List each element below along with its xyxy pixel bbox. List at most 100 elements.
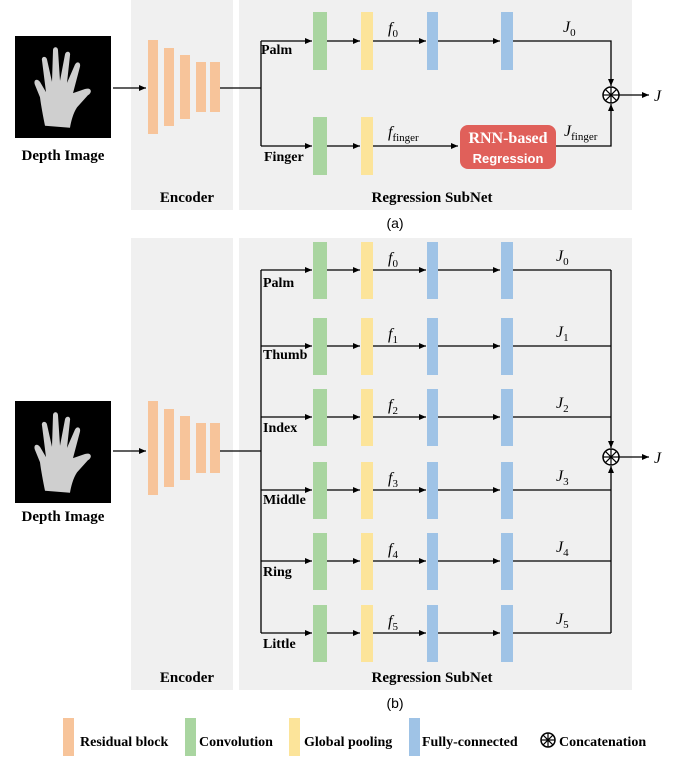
legend-label-residual-block: Residual block — [80, 735, 169, 750]
joint-label-thumb-b-symbol: J — [556, 324, 564, 341]
joint-label-ring-b: J4 — [556, 539, 569, 559]
depth-image-label-a: Depth Image — [22, 148, 105, 164]
encoder-label-b: Encoder — [160, 670, 215, 686]
conv-block — [313, 318, 327, 375]
joint-label-thumb-b-subscript: 1 — [563, 332, 569, 344]
feature-label-middle-b-subscript: 3 — [392, 478, 398, 490]
residual-block — [164, 409, 174, 487]
fc-block — [427, 533, 438, 590]
branch-label-finger-a: Finger — [264, 150, 304, 165]
joint-label-index-b-symbol: J — [556, 395, 564, 412]
joint-label-middle-b-subscript: 3 — [563, 476, 569, 488]
residual-block — [148, 40, 158, 134]
fc-block — [501, 462, 513, 519]
feature-label-little-b: f5 — [388, 613, 398, 633]
joint-label-index-b-subscript: 2 — [563, 403, 569, 415]
residual-block — [196, 423, 206, 473]
rnn-box-subtitle: Regression — [473, 151, 544, 166]
encoder-label-a: Encoder — [160, 190, 215, 206]
joint-label-little-b-symbol: J — [556, 611, 564, 628]
fc-block — [427, 462, 438, 519]
residual-block — [196, 62, 206, 112]
depth-image-b — [15, 401, 111, 503]
conv-block — [313, 533, 327, 590]
legend-swatch-residual-block — [63, 718, 74, 756]
pool-block — [361, 117, 373, 175]
joint-label-middle-b: J3 — [556, 468, 569, 488]
feature-label-thumb-b-symbol: f — [388, 326, 395, 343]
depth-image-a — [15, 36, 111, 138]
pool-block — [361, 242, 373, 299]
residual-block — [180, 55, 190, 119]
joint-label-palm-a-subscript: 0 — [570, 27, 576, 39]
feature-label-thumb-b-subscript: 1 — [392, 334, 398, 346]
residual-block — [210, 62, 220, 112]
branch-label-middle-b: Middle — [263, 493, 306, 508]
feature-label-little-b-symbol: f — [388, 613, 395, 630]
rnn-box-title: RNN-based — [468, 130, 547, 147]
concat-icon-b — [602, 448, 620, 466]
fc-block — [427, 318, 438, 375]
feature-label-finger-a: ffinger — [388, 124, 419, 144]
branch-label-palm-a: Palm — [261, 43, 292, 58]
arrow-finger-to-concat-a — [556, 104, 614, 147]
joint-label-palm-a: J0 — [563, 19, 576, 39]
feature-label-palm-b-subscript: 0 — [392, 258, 398, 270]
branch-label-index-b: Index — [263, 421, 297, 436]
feature-label-little-b-subscript: 5 — [392, 621, 398, 633]
feature-label-index-b-symbol: f — [388, 397, 395, 414]
output-label-a: J — [654, 88, 662, 105]
feature-label-finger-a-subscript: finger — [392, 132, 419, 144]
fc-block — [427, 12, 438, 70]
fc-block — [427, 389, 438, 446]
legend-label-global-pooling: Global pooling — [304, 735, 392, 750]
feature-label-finger-a-symbol: f — [388, 124, 395, 141]
subnet-label-b: Regression SubNet — [372, 670, 493, 686]
legend-label-concatenation: Concatenation — [559, 735, 646, 750]
legend-concat-icon — [540, 732, 556, 748]
feature-label-palm-a: f0 — [388, 20, 398, 40]
joint-label-palm-a-symbol: J — [563, 19, 571, 36]
joint-label-ring-b-symbol: J — [556, 539, 564, 556]
legend-label-convolution: Convolution — [199, 735, 273, 750]
joint-label-index-b: J2 — [556, 395, 569, 415]
pool-block — [361, 605, 373, 662]
feature-label-palm-b: f0 — [388, 250, 398, 270]
branch-label-ring-b: Ring — [263, 565, 292, 580]
joint-label-ring-b-subscript: 4 — [563, 547, 569, 559]
joint-label-little-b-subscript: 5 — [563, 619, 569, 631]
joint-label-palm-b: J0 — [556, 248, 569, 268]
caption-b: (b) — [386, 695, 403, 711]
concat-icon-a — [602, 86, 620, 104]
joint-label-middle-b-symbol: J — [556, 468, 564, 485]
legend-swatch-fully-connected — [409, 718, 420, 756]
fc-block — [501, 389, 513, 446]
depth-image-label-b: Depth Image — [22, 509, 105, 525]
legend-swatch-convolution — [185, 718, 196, 756]
feature-label-ring-b-subscript: 4 — [392, 549, 398, 561]
fc-block — [501, 318, 513, 375]
fc-block — [427, 605, 438, 662]
feature-label-middle-b-symbol: f — [388, 470, 395, 487]
joint-label-palm-b-subscript: 0 — [563, 256, 569, 268]
joint-label-palm-b-symbol: J — [556, 248, 564, 265]
output-label-b: J — [654, 450, 662, 467]
fc-block — [427, 242, 438, 299]
feature-label-palm-a-symbol: f — [388, 20, 395, 37]
pool-block — [361, 389, 373, 446]
conv-block — [313, 117, 327, 175]
feature-label-palm-a-subscript: 0 — [392, 28, 398, 40]
residual-block — [164, 48, 174, 126]
feature-label-middle-b: f3 — [388, 470, 398, 490]
joint-label-finger-a: Jfinger — [564, 123, 598, 143]
conv-block — [313, 242, 327, 299]
feature-label-thumb-b: f1 — [388, 326, 398, 346]
fc-block — [501, 605, 513, 662]
pool-block — [361, 318, 373, 375]
pool-block — [361, 12, 373, 70]
conv-block — [313, 389, 327, 446]
residual-block — [210, 423, 220, 473]
feature-label-palm-b-symbol: f — [388, 250, 395, 267]
rnn-regression-box — [460, 125, 556, 169]
